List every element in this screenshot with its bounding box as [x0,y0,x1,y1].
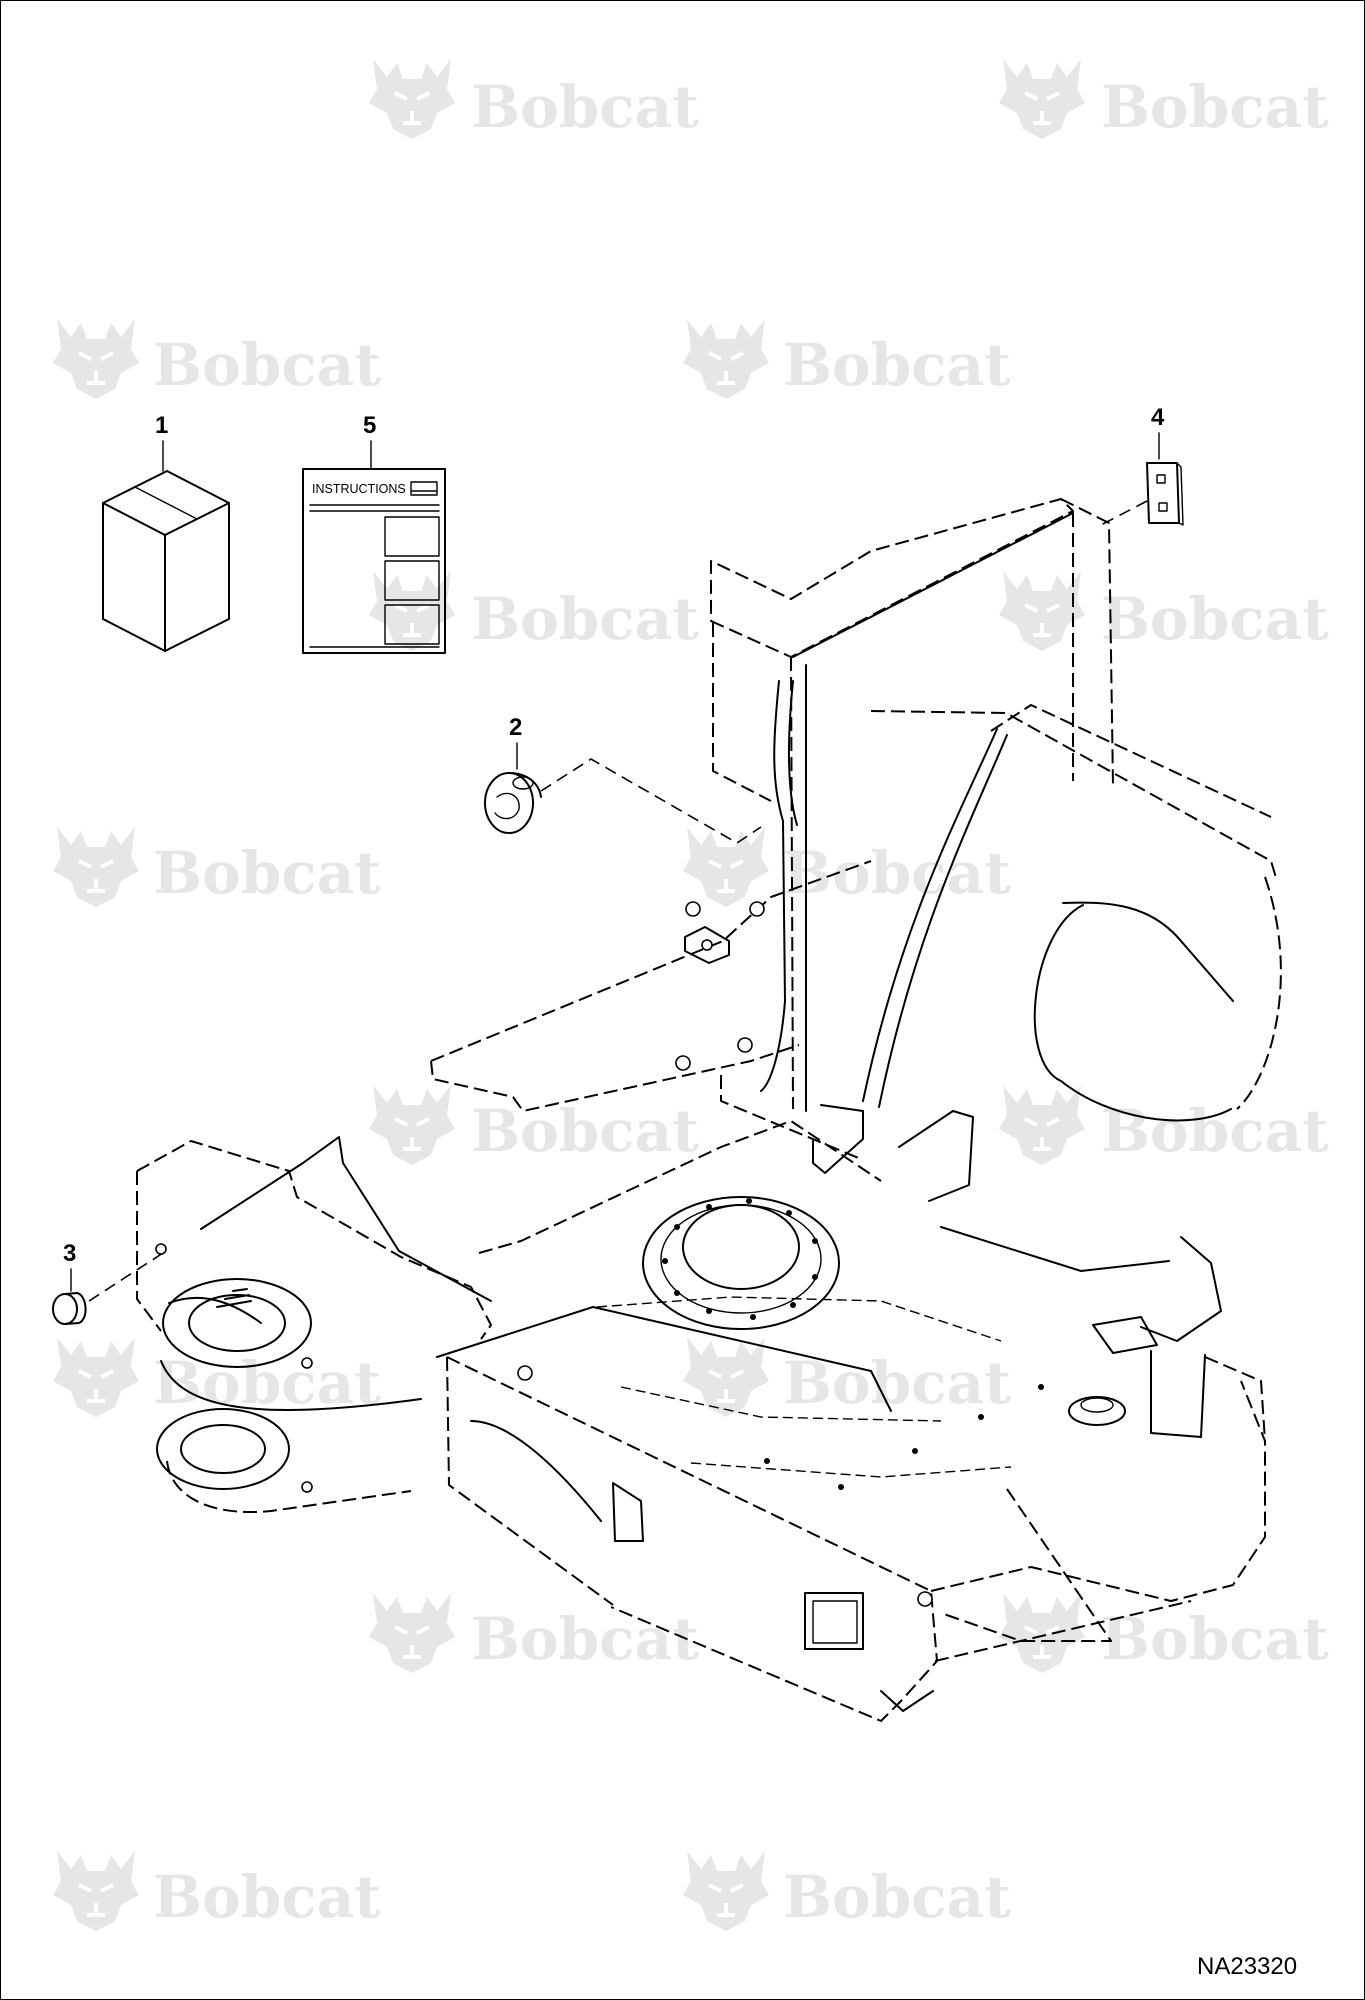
watermark-text: Bobcat [783,839,1011,907]
watermark: Bobcat [681,1849,1011,1933]
watermark: Bobcat [367,1591,699,1675]
part-3-plug: 3 [52,1240,164,1325]
figure-id: NA23320 [1197,1953,1297,1980]
instructions-label: INSTRUCTIONS [312,482,406,496]
callout-4: 4 [1151,404,1165,431]
watermark-text: Bobcat [783,331,1011,399]
upperstructure-frame [136,498,1282,1722]
watermark-text: Bobcat [1101,1605,1329,1673]
watermark-text: Bobcat [153,331,381,399]
watermark: Bobcat [681,317,1011,401]
callout-2: 2 [509,714,522,741]
watermark-text: Bobcat [471,73,699,141]
watermark: Bobcat [51,1849,381,1933]
watermark-text: Bobcat [153,1349,381,1417]
watermark-text: Bobcat [1101,585,1329,653]
watermark-text: Bobcat [1101,1097,1329,1165]
watermark: Bobcat [997,1083,1329,1167]
watermark-text: Bobcat [471,1605,699,1673]
watermark-text: Bobcat [783,1863,1011,1931]
watermark: Bobcat [997,1591,1329,1675]
watermark: Bobcat [51,825,381,909]
watermark: Bobcat [51,1335,381,1419]
watermark-text: Bobcat [1101,73,1329,141]
part-5-instruction-sheet: 5 INSTRUCTIONS [302,412,446,654]
watermark: Bobcat [367,57,699,141]
part-2-round-cap: 2 [484,714,762,844]
callout-1: 1 [155,412,168,439]
watermark: Bobcat [51,317,381,401]
callout-3: 3 [63,1240,76,1267]
part-1-box: 1 [102,412,230,652]
turntable-bolt-holes [662,1198,818,1320]
part-4-plate: 4 [1100,404,1184,526]
watermark-text: Bobcat [471,585,699,653]
watermark: Bobcat [997,57,1329,141]
watermark: Bobcat [997,569,1329,653]
watermark-text: Bobcat [153,1863,381,1931]
watermark-layer: Bobcat Bobcat Bobcat Bobcat Bobcat Bobca… [51,57,1329,1933]
watermark: Bobcat [681,825,1011,909]
watermark: Bobcat [367,569,699,653]
watermark: Bobcat [681,1335,1011,1419]
watermark: Bobcat [367,1083,699,1167]
watermark-text: Bobcat [471,1097,699,1165]
callout-5: 5 [363,412,376,439]
watermark-text: Bobcat [153,839,381,907]
